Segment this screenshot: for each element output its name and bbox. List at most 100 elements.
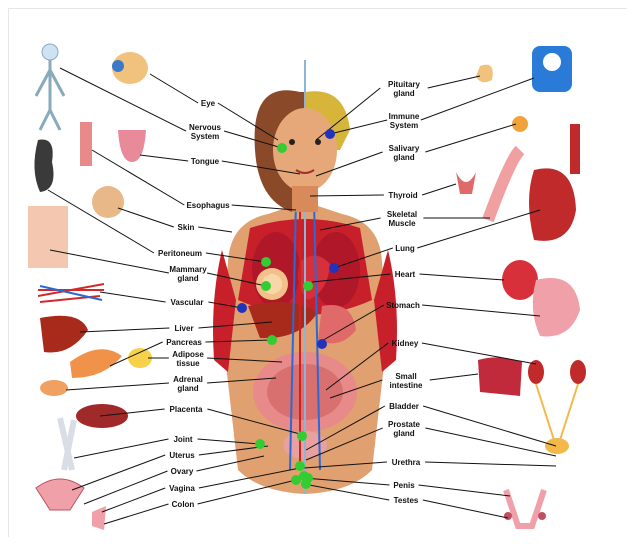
kidney-stone-icon xyxy=(34,139,53,192)
nervous-system-icon xyxy=(36,44,64,130)
label-liver: Liver xyxy=(174,324,193,333)
leader-line-prostate xyxy=(425,428,556,456)
esophagus-icon xyxy=(80,122,92,166)
blue-marker-dot xyxy=(237,303,247,313)
green-marker-dot xyxy=(303,281,313,291)
leader-line-heart xyxy=(420,274,505,280)
immune-system-icon xyxy=(532,46,572,92)
leader-line-skin xyxy=(118,208,174,227)
label-mammary: Mammarygland xyxy=(169,265,207,283)
label-urethra: Urethra xyxy=(392,458,421,467)
skeletal-muscle-icon xyxy=(488,150,520,220)
leader-line-salivary xyxy=(425,124,516,152)
leader-line-colon xyxy=(104,504,169,524)
label-penis: Penis xyxy=(393,481,415,490)
label-prostate: Prostategland xyxy=(388,420,421,438)
green-marker-dot xyxy=(277,143,287,153)
leader-line-eye xyxy=(150,74,198,103)
leader-line-urethra xyxy=(425,462,556,466)
pointer-line-skin xyxy=(198,227,232,232)
green-marker-dot xyxy=(303,473,313,483)
label-testes: Testes xyxy=(394,496,419,505)
thermometer-icon xyxy=(570,124,580,174)
green-marker-dot xyxy=(261,257,271,267)
label-bladder: Bladder xyxy=(389,402,419,411)
pituitary-icon xyxy=(476,65,493,83)
label-heart: Heart xyxy=(395,270,416,279)
neck xyxy=(292,186,318,212)
skin-icon xyxy=(92,186,124,218)
label-vascular: Vascular xyxy=(171,298,204,307)
intestine-icon xyxy=(478,357,522,396)
leader-line-pituitary xyxy=(428,76,480,88)
vascular-icon xyxy=(38,284,104,302)
uterus-icon xyxy=(36,479,84,510)
label-skeletal: SkeletalMuscle xyxy=(387,210,417,228)
label-vagina: Vagina xyxy=(169,484,195,493)
label-immune: ImmuneSystem xyxy=(389,112,420,130)
label-kidney: Kidney xyxy=(392,339,419,348)
label-stomach: Stomach xyxy=(386,301,420,310)
leader-line-ovary xyxy=(84,471,168,504)
label-nervous: NervousSystem xyxy=(189,123,222,141)
green-marker-dot xyxy=(255,439,265,449)
label-colon: Colon xyxy=(172,500,195,509)
label-adrenal: Adrenalgland xyxy=(173,375,203,393)
label-joint: Joint xyxy=(173,435,192,444)
label-skin: Skin xyxy=(178,223,195,232)
label-small-intestine: Smallintestine xyxy=(390,372,423,390)
leader-line-joint xyxy=(74,439,169,458)
label-pancreas: Pancreas xyxy=(166,338,202,347)
label-uterus: Uterus xyxy=(169,451,195,460)
label-esophagus: Esophagus xyxy=(186,201,230,210)
leader-line-thyroid xyxy=(422,184,456,195)
label-peritoneum: Peritoneum xyxy=(158,249,202,258)
tongue-icon xyxy=(118,130,146,162)
adrenal-icon xyxy=(40,380,68,396)
eye-icon xyxy=(112,52,148,84)
leader-line-liver xyxy=(80,328,170,332)
leader-line-adrenal xyxy=(66,383,169,390)
leader-line-testes xyxy=(423,500,508,518)
label-pituitary: Pituitarygland xyxy=(388,80,421,98)
stomach-icon xyxy=(533,278,580,336)
green-marker-dot xyxy=(267,335,277,345)
green-marker-dot xyxy=(261,281,271,291)
label-placenta: Placenta xyxy=(170,405,203,414)
label-ovary: Ovary xyxy=(171,467,194,476)
label-tongue: Tongue xyxy=(191,157,220,166)
blue-marker-dot xyxy=(325,129,335,139)
joint-icon xyxy=(60,418,74,470)
thyroid-icon xyxy=(456,172,476,194)
green-marker-dot xyxy=(297,431,307,441)
leader-line-stomach xyxy=(422,305,540,316)
leader-line-small_intestine xyxy=(430,374,478,380)
heart-icon xyxy=(502,260,538,300)
label-salivary: Salivarygland xyxy=(389,144,420,162)
mammary-icon xyxy=(28,206,68,268)
leader-line-bladder xyxy=(423,406,556,446)
green-marker-dot xyxy=(291,475,301,485)
leader-line-uterus xyxy=(72,455,165,490)
label-adipose: Adiposetissue xyxy=(172,350,204,368)
head xyxy=(255,90,350,212)
pointer-line-colon xyxy=(198,480,297,504)
leader-line-immune xyxy=(421,78,534,120)
pointer-line-thyroid xyxy=(310,195,384,196)
label-thyroid: Thyroid xyxy=(388,191,417,200)
leader-line-tongue xyxy=(140,155,188,161)
blue-marker-dot xyxy=(329,263,339,273)
leader-line-vascular xyxy=(100,292,166,302)
lung-icon xyxy=(529,168,576,241)
leader-line-penis xyxy=(419,485,511,496)
male-reproductive-icon xyxy=(504,490,546,526)
blue-marker-dot xyxy=(317,339,327,349)
liver-icon xyxy=(40,316,88,353)
vagina-icon xyxy=(92,506,106,530)
green-marker-dot xyxy=(295,461,305,471)
label-eye: Eye xyxy=(201,99,216,108)
label-lung: Lung xyxy=(395,244,415,253)
leader-line-lung xyxy=(417,210,540,248)
